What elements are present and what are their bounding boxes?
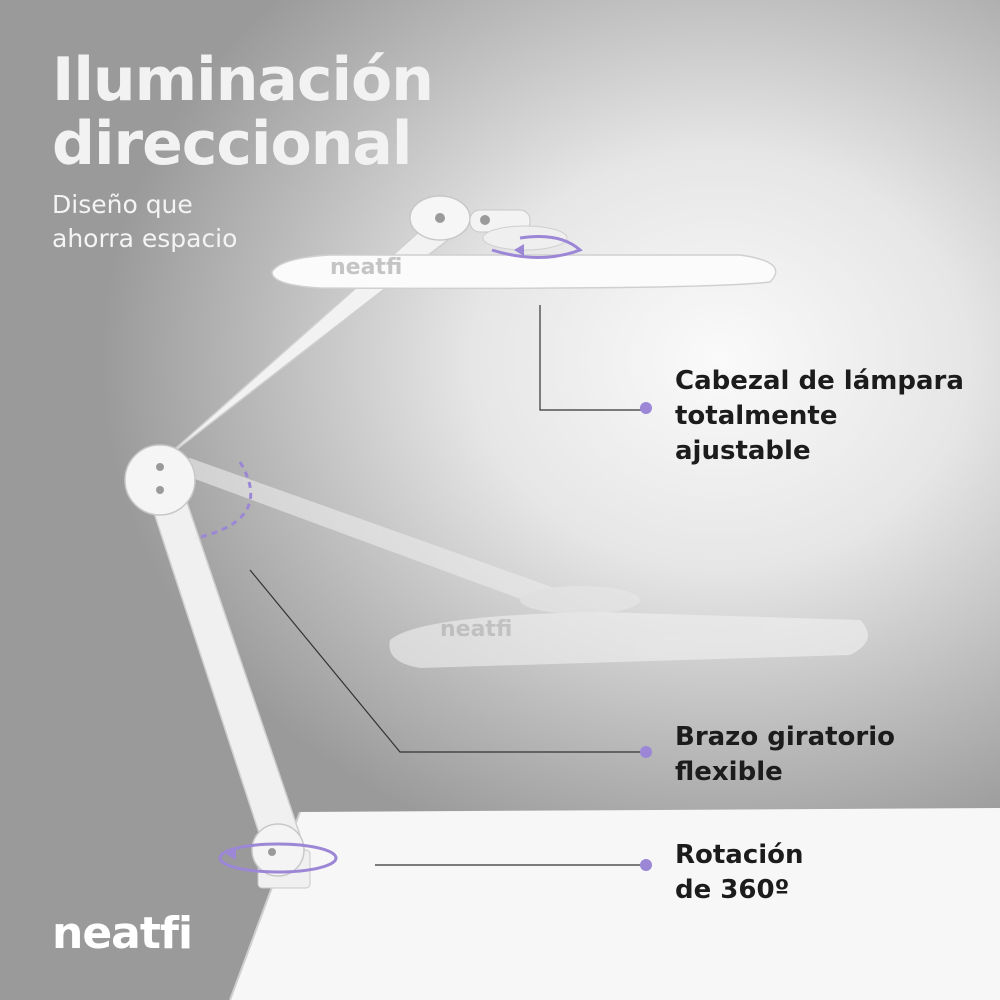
base-rotation-arrow [218,842,338,874]
leader-lines [249,305,645,866]
head-engraving: neatfi [330,255,402,280]
callout-line: Brazo giratorio [675,722,896,752]
callout-360-rotation: Rotación de 360º [675,838,804,908]
callout-line: ajustable [675,436,811,466]
callout-dot-arm [640,746,652,758]
headline: Iluminación direccional [52,45,434,179]
subheadline-line-2: ahorra espacio [52,224,238,253]
base-joint [251,823,305,877]
lamp-head [271,254,777,290]
ghost-lamp: neatfi [165,458,868,668]
callout-line: flexible [675,757,783,787]
callout-dot-rotation [640,859,652,871]
callout-line: totalmente [675,401,838,431]
subheadline: Diseño que ahorra espacio [52,188,237,256]
subheadline-line-1: Diseño que [52,190,193,219]
ghost-engraving: neatfi [440,617,512,642]
callout-flexible-arm: Brazo giratorio flexible [675,720,895,790]
lower-arm [138,469,301,843]
headline-line-1: Iluminación [52,45,434,115]
head-rotation-arrow [491,235,583,259]
callout-line: Rotación [675,840,804,870]
elbow-rotation-arrow [195,461,253,540]
elbow-joint [124,444,196,516]
brand-logo: neatfi [52,908,193,959]
headline-line-2: direccional [52,109,412,179]
desk-surface [230,808,1000,1000]
callout-line: Cabezal de lámpara [675,366,964,396]
callout-adjustable-head: Cabezal de lámpara totalmente ajustable [675,364,964,469]
callout-line: de 360º [675,875,790,905]
callout-dot-head [640,402,652,414]
